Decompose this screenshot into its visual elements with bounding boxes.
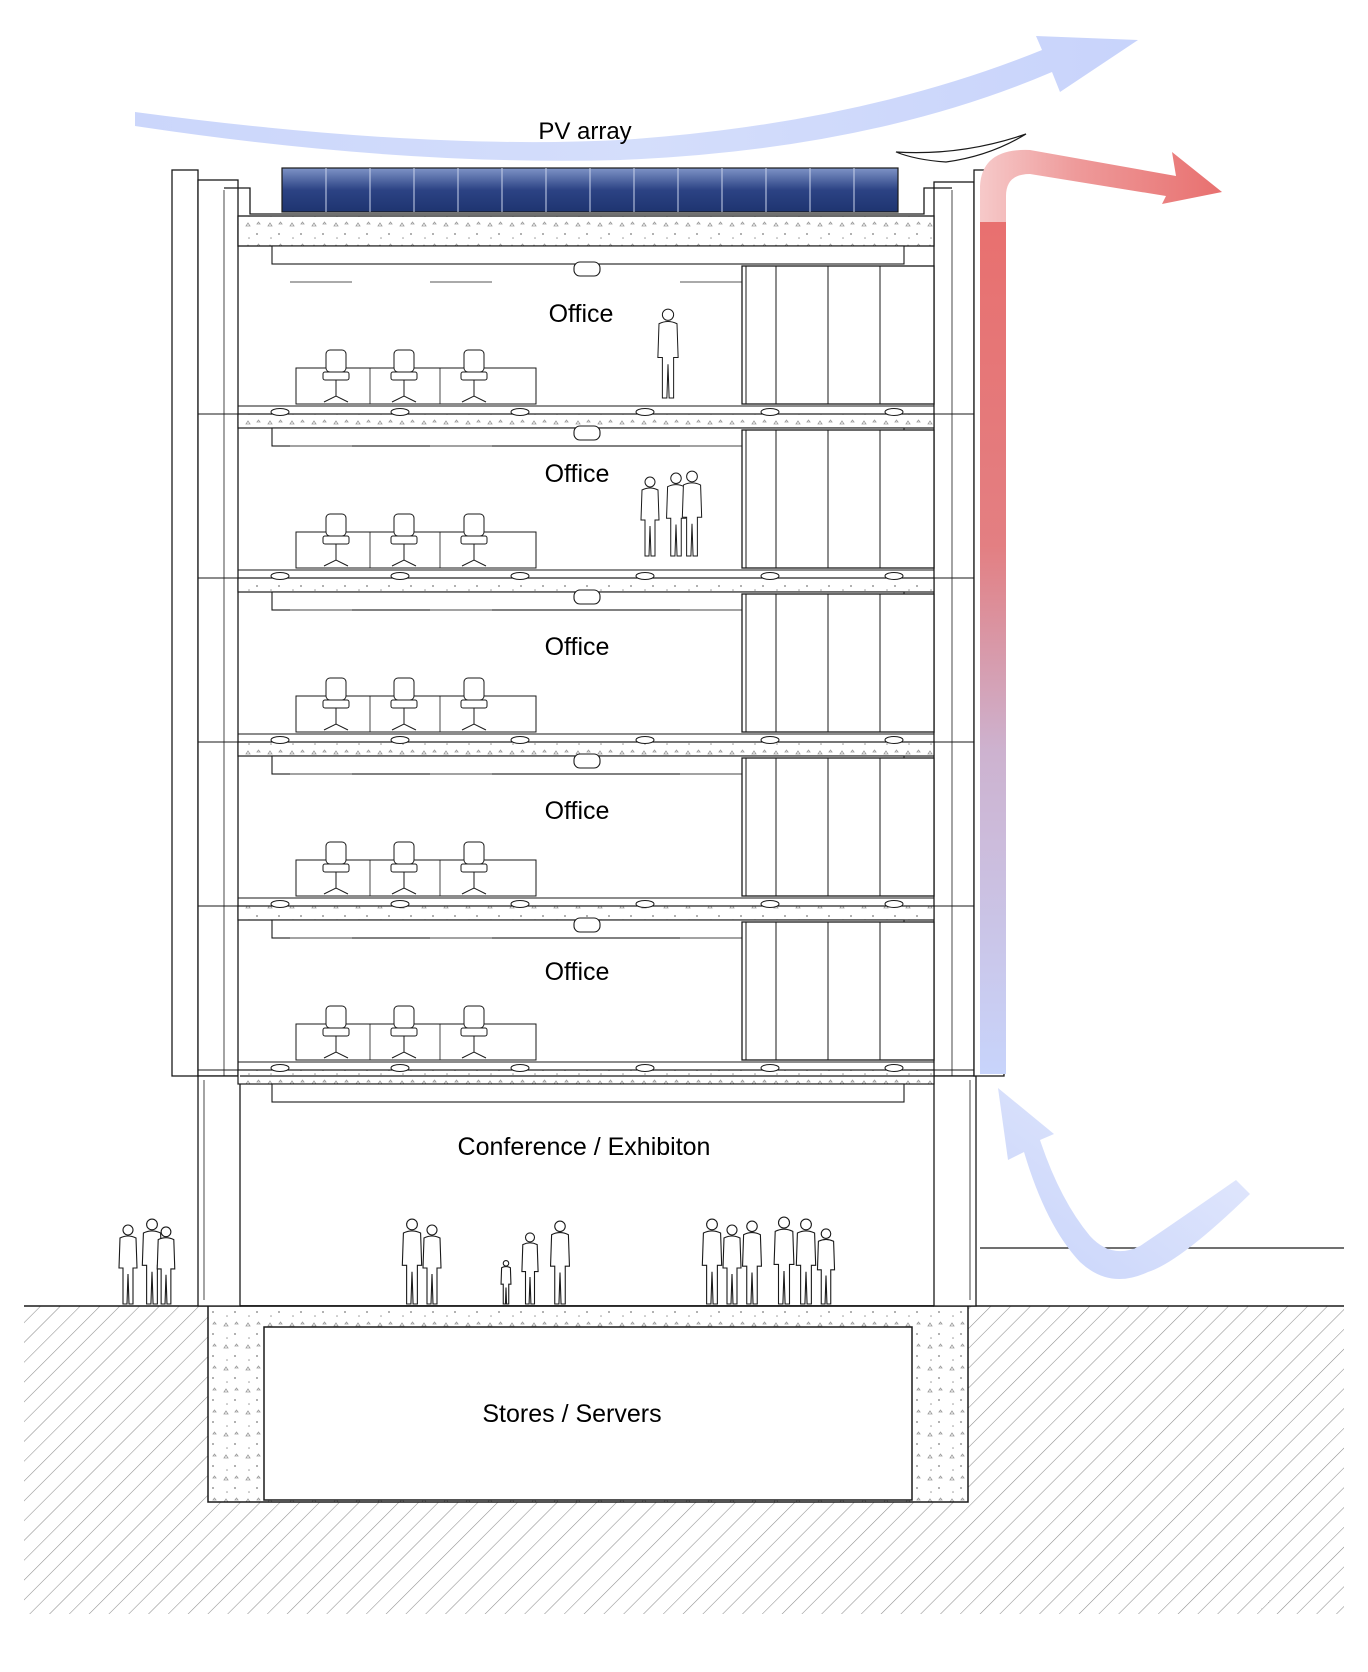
- warm-exhaust-arrow: [980, 149, 1222, 222]
- pv-array-label: PV array: [538, 118, 632, 145]
- office-floor-5: [198, 917, 974, 1103]
- ceiling-bulkhead: [271, 1083, 905, 1103]
- glazed-partition: [741, 593, 935, 733]
- ceiling-fan-unit: [573, 753, 601, 769]
- glazed-partition: [741, 429, 935, 569]
- office-label-1: Office: [548, 300, 614, 328]
- office-floor-4: [198, 753, 974, 939]
- stores-label: Stores / Servers: [482, 1400, 662, 1428]
- office-people: [640, 308, 703, 557]
- pv-array: [281, 167, 899, 213]
- cold-airflow-arrow: [135, 36, 1138, 161]
- ceiling-fan-unit: [573, 917, 601, 933]
- basement: [207, 1305, 969, 1503]
- floor-slab: [237, 1069, 935, 1085]
- office-floor-2: [198, 425, 974, 611]
- glazed-partition: [741, 921, 935, 1061]
- roof: [224, 187, 952, 265]
- glazed-partition: [741, 265, 935, 405]
- intake-arrow: [998, 1088, 1250, 1280]
- left-facade: [171, 169, 241, 1307]
- conference-level: [240, 1075, 934, 1307]
- office-label-5: Office: [544, 958, 610, 986]
- conference-label: Conference / Exhibiton: [457, 1133, 711, 1161]
- ventilation-shaft: [980, 222, 1006, 1074]
- desk-row: [295, 513, 537, 569]
- office-floor-1: [198, 261, 974, 447]
- office-label-3: Office: [544, 633, 610, 661]
- office-label-2: Office: [544, 460, 610, 488]
- office-label-4: Office: [544, 797, 610, 825]
- ceiling-fan-unit: [573, 589, 601, 605]
- roof-wind-vane: [895, 133, 1027, 163]
- airflow: [135, 36, 1250, 1280]
- office-floors: [198, 261, 974, 1103]
- glazed-partition: [741, 757, 935, 897]
- desk-row: [295, 841, 537, 897]
- people-silhouettes: [118, 1216, 836, 1305]
- desk-row: [295, 349, 537, 405]
- desk-row: [295, 1005, 537, 1061]
- ceiling-fan-unit: [573, 425, 601, 441]
- ceiling-fan-unit: [573, 261, 601, 277]
- office-floor-3: [198, 589, 974, 775]
- desk-row: [295, 677, 537, 733]
